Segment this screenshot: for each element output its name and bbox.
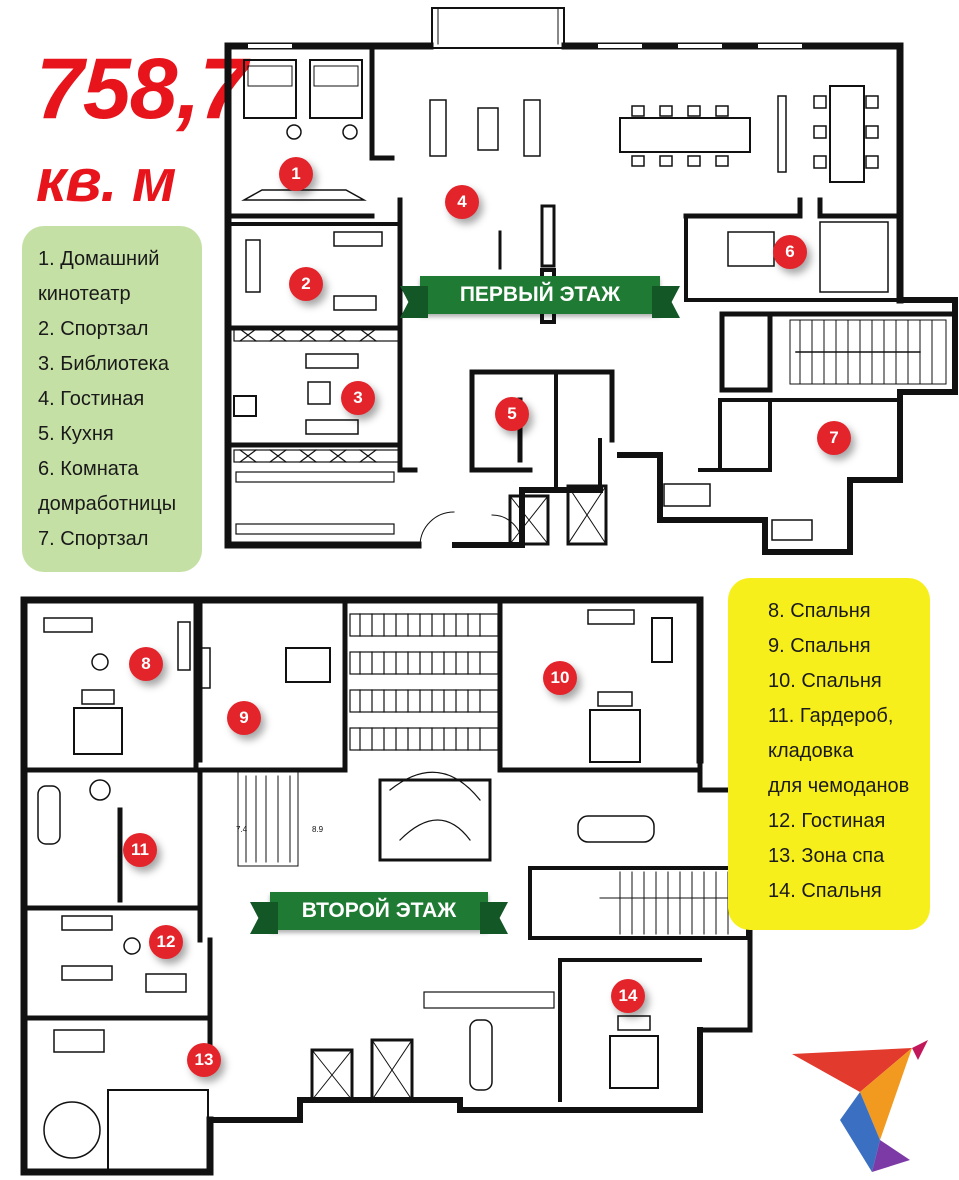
room-marker-3: 3 xyxy=(341,381,375,415)
second-floor-label: ВТОРОЙ ЭТАЖ xyxy=(301,899,457,922)
bird-logo-icon xyxy=(792,1040,928,1172)
room-marker-13: 13 xyxy=(187,1043,221,1077)
first-floor-plan xyxy=(224,7,958,555)
legend-item: 9. Спальня xyxy=(768,635,871,657)
legend-item: 7. Спортзал xyxy=(38,528,149,550)
legend-item: 5. Кухня xyxy=(38,423,114,445)
legend-item: 10. Спальня xyxy=(768,670,882,692)
first-floor-banner: ПЕРВЫЙ ЭТАЖ xyxy=(400,276,680,318)
room-marker-5: 5 xyxy=(495,397,529,431)
room-marker-6: 6 xyxy=(773,235,807,269)
room-marker-12: 12 xyxy=(149,925,183,959)
legend-item: кладовка xyxy=(768,740,854,762)
legend-item: 11. Гардероб, xyxy=(768,705,894,727)
legend-second-floor: 8. Спальня 9. Спальня 10. Спальня 11. Га… xyxy=(728,578,930,930)
legend-item: 13. Зона спа xyxy=(768,845,885,867)
legend-item: 3. Библиотека xyxy=(38,353,169,375)
legend-item: кинотеатр xyxy=(38,283,131,305)
room-marker-1: 1 xyxy=(279,157,313,191)
legend-item: домработницы xyxy=(38,493,177,515)
room-marker-11: 11 xyxy=(123,833,157,867)
legend-item: 6. Комната xyxy=(38,458,139,480)
area-value: 758,7 xyxy=(36,41,247,137)
plan-label-a: 7.4 xyxy=(236,825,248,834)
legend-item: 4. Гостиная xyxy=(38,388,145,410)
room-marker-8: 8 xyxy=(129,647,163,681)
legend-item: 2. Спортзал xyxy=(38,318,149,340)
legend-first-floor: 1. Домашний кинотеатр 2. Спортзал 3. Биб… xyxy=(22,226,202,572)
area-unit: кв. м xyxy=(36,147,176,214)
room-marker-10: 10 xyxy=(543,661,577,695)
legend-item: 14. Спальня xyxy=(768,880,882,902)
legend-item: 8. Спальня xyxy=(768,600,871,622)
second-floor-banner: ВТОРОЙ ЭТАЖ xyxy=(250,892,508,934)
first-floor-label: ПЕРВЫЙ ЭТАЖ xyxy=(459,283,621,306)
room-marker-4: 4 xyxy=(445,185,479,219)
room-marker-2: 2 xyxy=(289,267,323,301)
legend-item: для чемоданов xyxy=(768,775,910,797)
room-marker-7: 7 xyxy=(817,421,851,455)
plan-label-b: 8.9 xyxy=(312,825,324,834)
second-floor-plan xyxy=(20,596,753,1176)
room-marker-9: 9 xyxy=(227,701,261,735)
legend-item: 1. Домашний xyxy=(38,248,160,270)
legend-item: 12. Гостиная xyxy=(768,810,886,832)
room-marker-14: 14 xyxy=(611,979,645,1013)
